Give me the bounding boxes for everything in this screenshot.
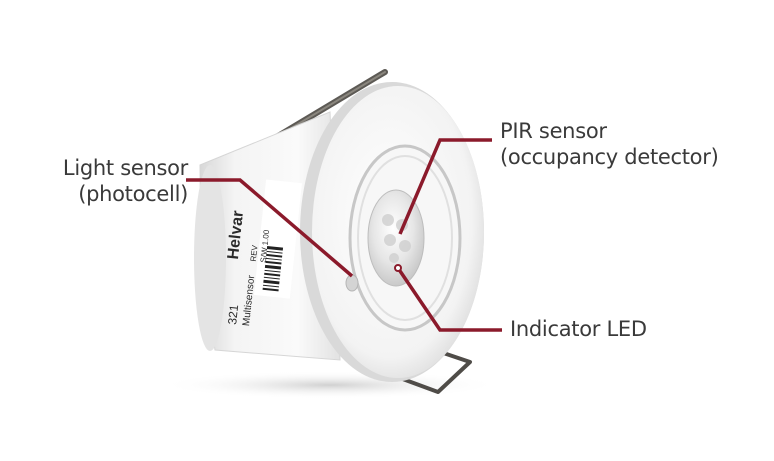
indicator-led-line1: Indicator LED	[510, 317, 647, 341]
ground-shadow	[160, 371, 500, 399]
light-sensor-label: Light sensor (photocell)	[63, 155, 188, 207]
led-dot	[394, 264, 402, 272]
indicator-led-label: Indicator LED	[510, 316, 647, 342]
barcode-label	[253, 179, 302, 299]
pir-sensor-line1: PIR sensor	[500, 119, 607, 143]
pir-sensor-leader	[398, 138, 492, 235]
device-model: 321	[225, 304, 241, 326]
light-sensor-leader	[186, 178, 354, 278]
body-back-edge	[194, 165, 226, 351]
device-rev: REV	[249, 244, 260, 262]
device-sw: S/W 1.00	[259, 229, 271, 263]
indicator-led-leader	[396, 267, 502, 332]
light-sensor-line2: (photocell)	[78, 182, 188, 206]
device-product: Multisensor	[241, 274, 257, 327]
pir-sensor-label: PIR sensor (occupancy detector)	[500, 118, 719, 170]
light-sensor-line1: Light sensor	[62, 156, 188, 180]
device-print: Helvar 321 Multisensor REV S/W 1.00	[225, 210, 271, 327]
pir-sensor-line2: (occupancy detector)	[500, 145, 719, 169]
device-brand: Helvar	[225, 210, 247, 260]
photocell-window	[345, 274, 359, 292]
pir-lens	[367, 189, 425, 287]
